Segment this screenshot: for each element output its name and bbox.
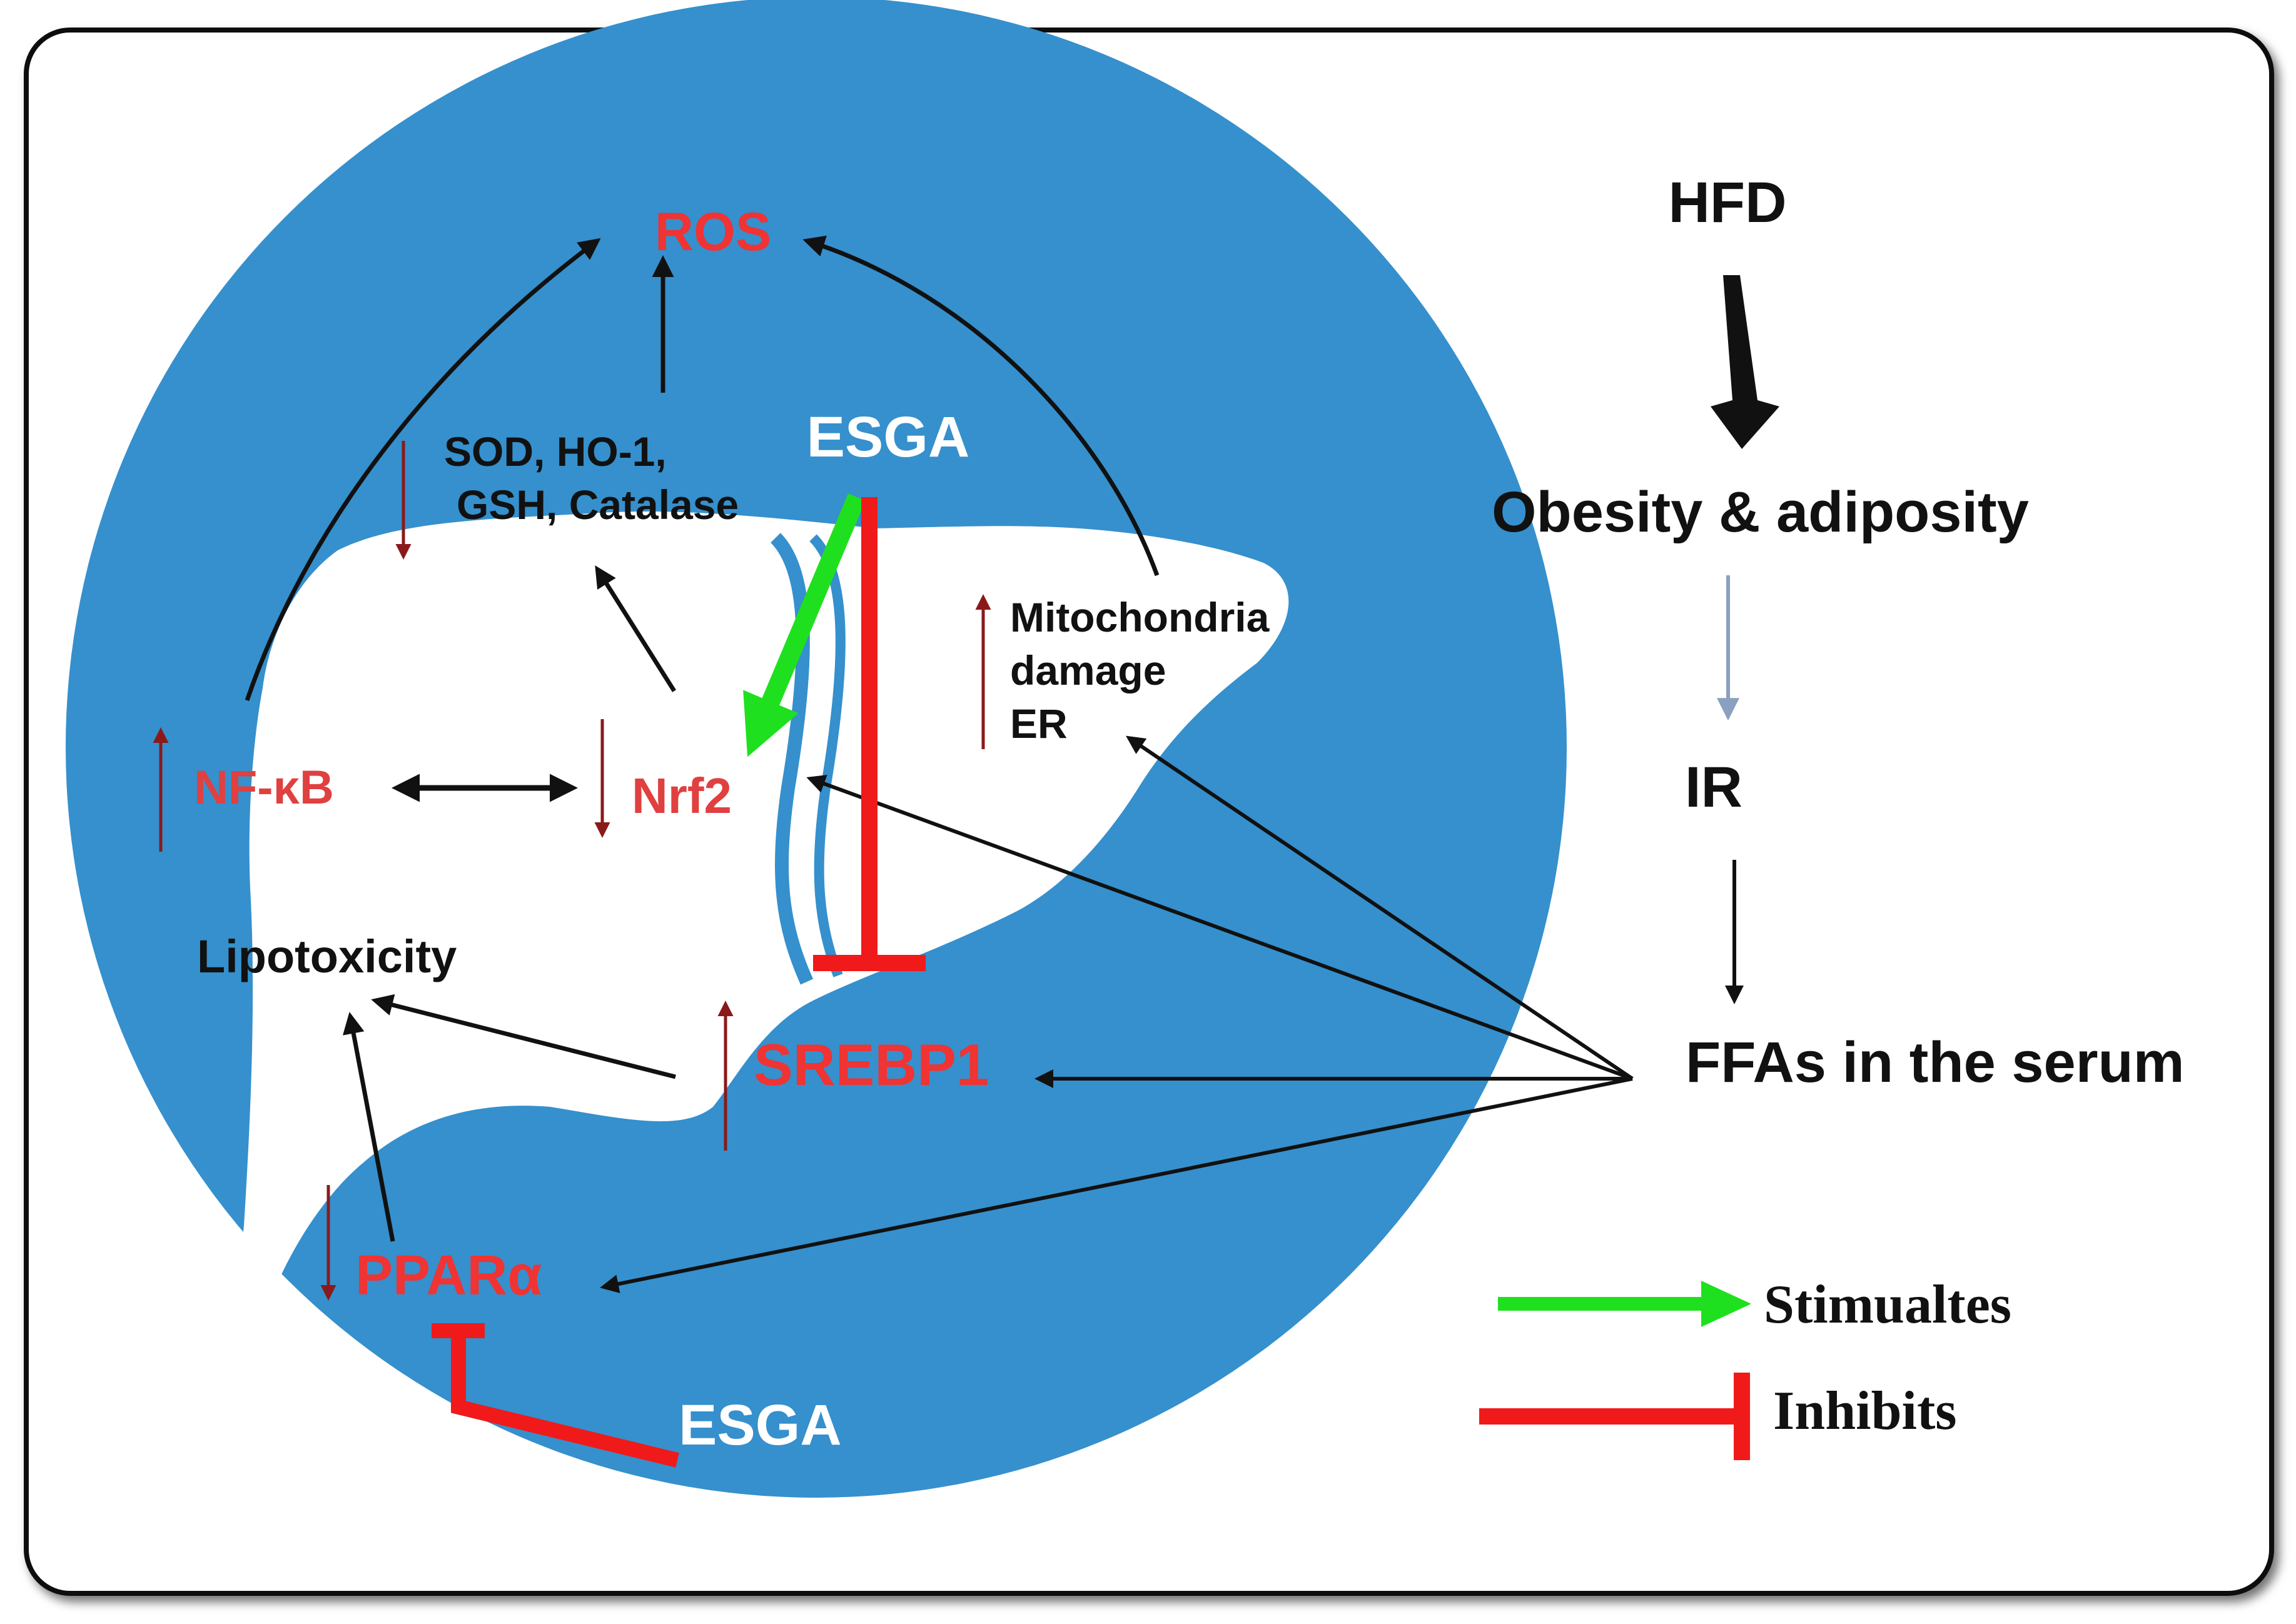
label-hfd: HFD [1668, 171, 1786, 235]
legend-stimulates-head [1701, 1281, 1751, 1327]
label-mito-3: ER [1010, 700, 1068, 747]
inhibit-line-esga-ppara [451, 1331, 679, 1468]
ligament-curve-1 [770, 533, 814, 985]
arrow-hfd-to-obesity [1711, 275, 1779, 449]
label-nfkb: NF-κB [194, 761, 334, 814]
label-esga-bottom: ESGA [679, 1393, 842, 1457]
label-nrf2: Nrf2 [632, 768, 732, 824]
arrow-nrf2-to-antioxidants [595, 565, 676, 692]
arrow-ffa-to-nrf2 [806, 775, 1634, 1081]
legend-stimulates-label: Stimualtes [1764, 1274, 2011, 1335]
arrow-mito-to-ros [802, 235, 1160, 577]
label-ir: IR [1685, 755, 1742, 819]
label-srebp1: SREBP1 [754, 1032, 989, 1097]
label-antioxidants-2: GSH, Catalase [457, 482, 739, 528]
liver-silhouette [243, 512, 1289, 1300]
arrow-ffa-to-mito [1126, 735, 1634, 1081]
arrow-ffa-to-ppara [600, 1077, 1633, 1293]
label-ppara: PPARα [355, 1244, 542, 1307]
legend-inhibits-label: Inhibits [1773, 1381, 1957, 1441]
arrow-srebp1-to-lipotoxicity [371, 994, 676, 1079]
label-ffas: FFAs in the serum [1686, 1031, 2185, 1094]
label-ros: ROS [655, 202, 771, 262]
label-mito-2: damage [1010, 647, 1166, 693]
label-lipotoxicity: Lipotoxicity [197, 931, 457, 982]
arrow-ppara-to-lipotoxicity [343, 1012, 395, 1242]
stimulate-arrow-esga-nrf2 [743, 493, 866, 757]
label-obesity: Obesity & adiposity [1492, 480, 2029, 544]
label-mito-1: Mitochondria [1010, 594, 1270, 640]
arrow-nfkb-to-ros [245, 238, 601, 702]
label-antioxidants-1: SOD, HO-1, [444, 428, 667, 475]
label-esga-top: ESGA [807, 405, 970, 469]
